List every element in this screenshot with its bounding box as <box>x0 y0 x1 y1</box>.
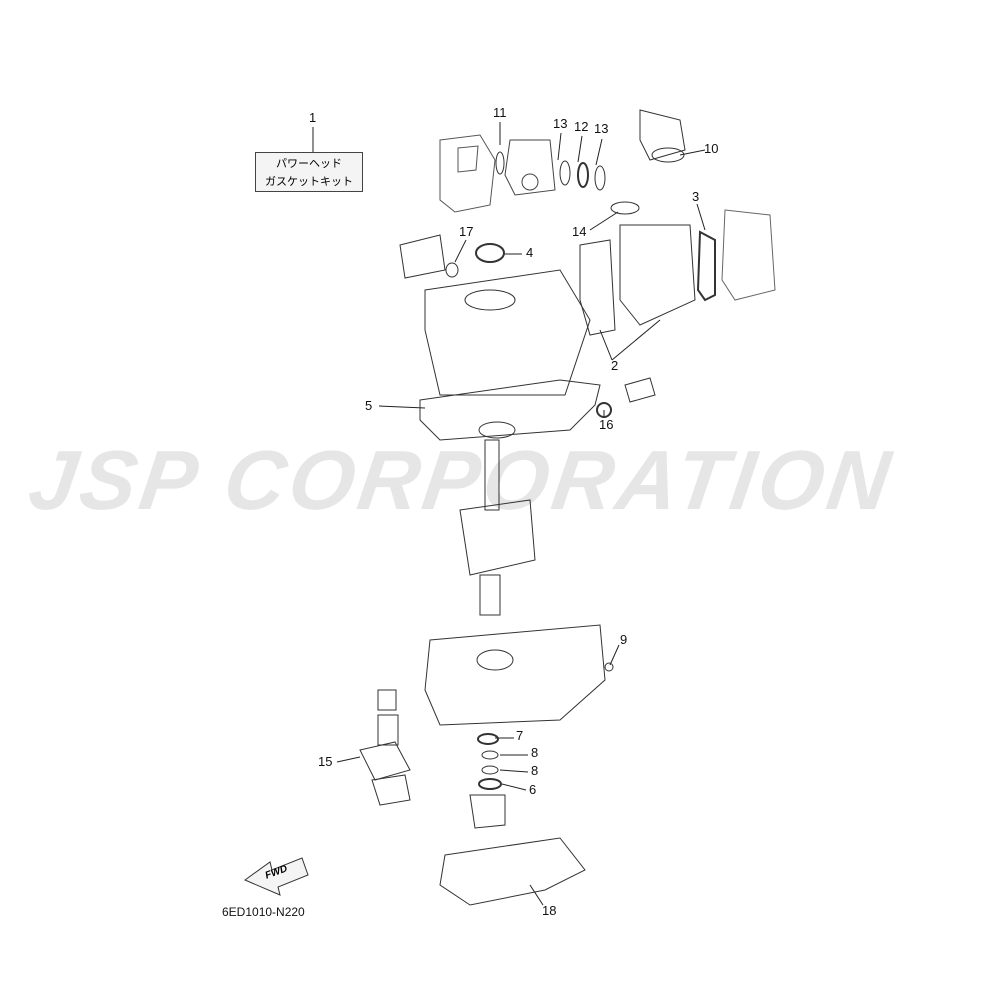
callout-14[interactable]: 14 <box>572 224 587 239</box>
oil-pump <box>399 234 446 279</box>
fwd-arrow-icon <box>243 857 309 896</box>
exhaust-cover <box>721 209 776 301</box>
seal-8a <box>481 750 499 760</box>
callout-8b[interactable]: 8 <box>531 763 539 778</box>
callout-16[interactable]: 16 <box>599 417 614 432</box>
gasket-5 <box>419 379 601 441</box>
head-gasket-2 <box>579 239 616 336</box>
cylinder-head-cover <box>439 134 496 213</box>
callout-13b[interactable]: 13 <box>594 121 609 136</box>
gasket-18 <box>439 837 586 906</box>
thermostat-housing <box>639 109 686 163</box>
gasket-kit-label: パワーヘッド ガスケットキット <box>255 152 363 192</box>
crankcase <box>424 624 606 726</box>
oil-filler <box>624 377 656 403</box>
callout-10[interactable]: 10 <box>704 141 719 156</box>
callout-5[interactable]: 5 <box>365 398 373 413</box>
seal-8b <box>481 765 499 775</box>
callout-11[interactable]: 11 <box>493 105 507 120</box>
callout-12[interactable]: 12 <box>574 119 589 134</box>
callout-13a[interactable]: 13 <box>553 116 568 131</box>
gasket-14 <box>610 201 640 215</box>
o-ring-11 <box>495 151 505 175</box>
callout-17[interactable]: 17 <box>459 224 474 239</box>
callout-3[interactable]: 3 <box>692 189 700 204</box>
oil-seal-4 <box>475 243 505 263</box>
o-ring-6 <box>478 778 502 790</box>
callout-8a[interactable]: 8 <box>531 745 539 760</box>
carburetor <box>504 139 556 196</box>
cylinder-head <box>619 224 696 326</box>
crankshaft <box>459 421 536 616</box>
cover <box>371 774 411 806</box>
kit-label-line1: パワーヘッド <box>276 158 342 170</box>
o-ring-17 <box>445 262 459 278</box>
gasket-15 <box>359 741 411 781</box>
callout-2[interactable]: 2 <box>611 358 619 373</box>
callout-9[interactable]: 9 <box>620 632 628 647</box>
leader-lines <box>312 122 706 906</box>
callout-18[interactable]: 18 <box>542 903 557 918</box>
cylinder-block <box>424 269 591 396</box>
gasket-13a <box>559 160 571 186</box>
callout-1[interactable]: 1 <box>309 110 317 125</box>
diagram-code: 6ED1010-N220 <box>222 905 305 919</box>
callout-15[interactable]: 15 <box>318 754 333 769</box>
callout-4[interactable]: 4 <box>526 245 534 260</box>
callout-7[interactable]: 7 <box>516 728 524 743</box>
gasket-13b <box>594 165 606 191</box>
gasket-3 <box>696 230 716 302</box>
gasket-12 <box>577 162 589 188</box>
relief-valve <box>377 689 399 746</box>
housing <box>469 794 506 829</box>
washer-9 <box>604 662 614 672</box>
callout-6[interactable]: 6 <box>529 782 537 797</box>
oil-seal-7 <box>477 733 499 745</box>
o-ring-16 <box>596 402 612 418</box>
kit-label-line2: ガスケットキット <box>265 176 353 188</box>
